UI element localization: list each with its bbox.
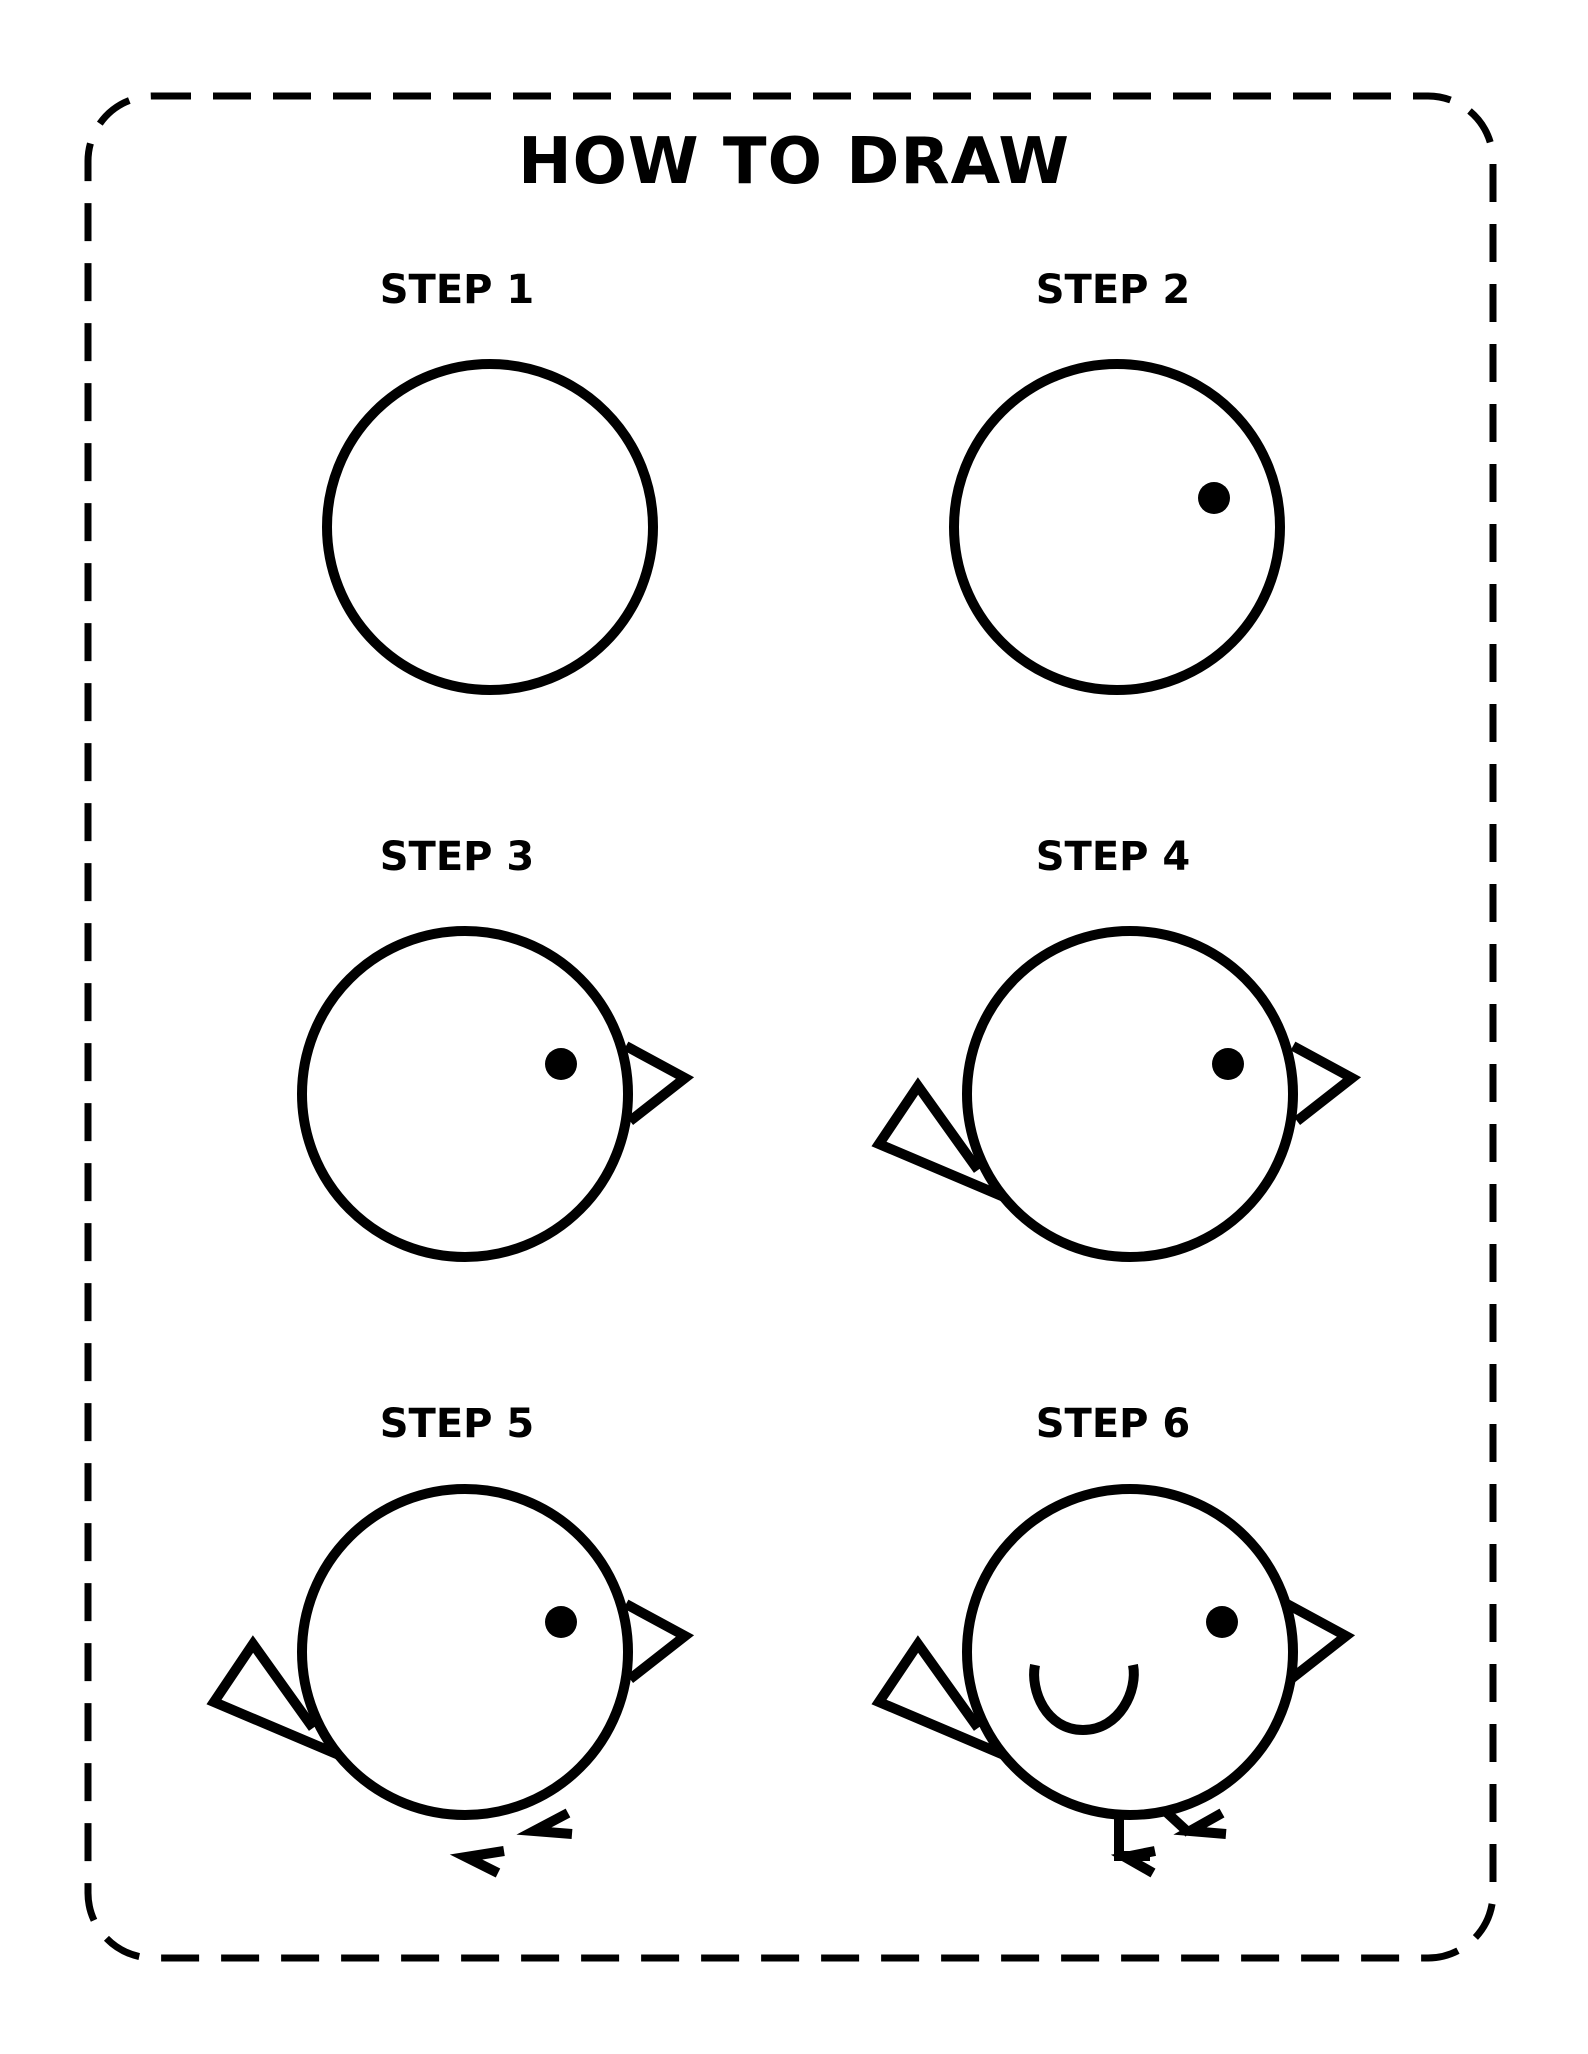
step-4-label: STEP 4 — [1035, 834, 1191, 880]
step-3-beak — [623, 1041, 695, 1125]
step-3-drawing — [297, 926, 695, 1262]
step-3-eye — [545, 1048, 577, 1080]
step-4-body-circle — [962, 926, 1298, 1262]
step-5-eye — [545, 1606, 577, 1638]
step-3-body-circle — [297, 926, 633, 1262]
step-6-foot-left — [1110, 1846, 1156, 1878]
step-2-body-circle — [949, 359, 1285, 695]
step-5-drawing — [206, 1484, 695, 1878]
step-5-foot-right — [516, 1808, 573, 1839]
step-4-eye — [1212, 1048, 1244, 1080]
step-4-beak — [1290, 1041, 1362, 1125]
step-6-beak — [1284, 1599, 1356, 1683]
step-5-beak — [623, 1599, 695, 1683]
step-6-eye — [1206, 1606, 1238, 1638]
step-1-body-circle — [322, 359, 658, 695]
step-6-foot-right — [1173, 1808, 1227, 1839]
step-2-label: STEP 2 — [1035, 267, 1191, 313]
step-1-label: STEP 1 — [379, 267, 535, 313]
page-title: HOW TO DRAW — [518, 125, 1070, 199]
step-6-drawing — [871, 1484, 1356, 1878]
step-3-label: STEP 3 — [379, 834, 535, 880]
step-6-label: STEP 6 — [1035, 1401, 1191, 1447]
step-6-tail — [871, 1635, 1006, 1760]
step-6-body-circle — [962, 1484, 1298, 1820]
step-6-smile — [1029, 1664, 1139, 1736]
step-5-foot-left — [449, 1846, 505, 1878]
step-5-body-circle — [297, 1484, 633, 1820]
step-4-drawing — [871, 926, 1362, 1262]
step-2-eye — [1198, 482, 1230, 514]
step-5-tail — [206, 1635, 341, 1760]
step-2-drawing — [949, 359, 1285, 695]
step-4-tail — [871, 1077, 1006, 1202]
step-5-label: STEP 5 — [379, 1401, 535, 1447]
step-1-drawing — [322, 359, 658, 695]
